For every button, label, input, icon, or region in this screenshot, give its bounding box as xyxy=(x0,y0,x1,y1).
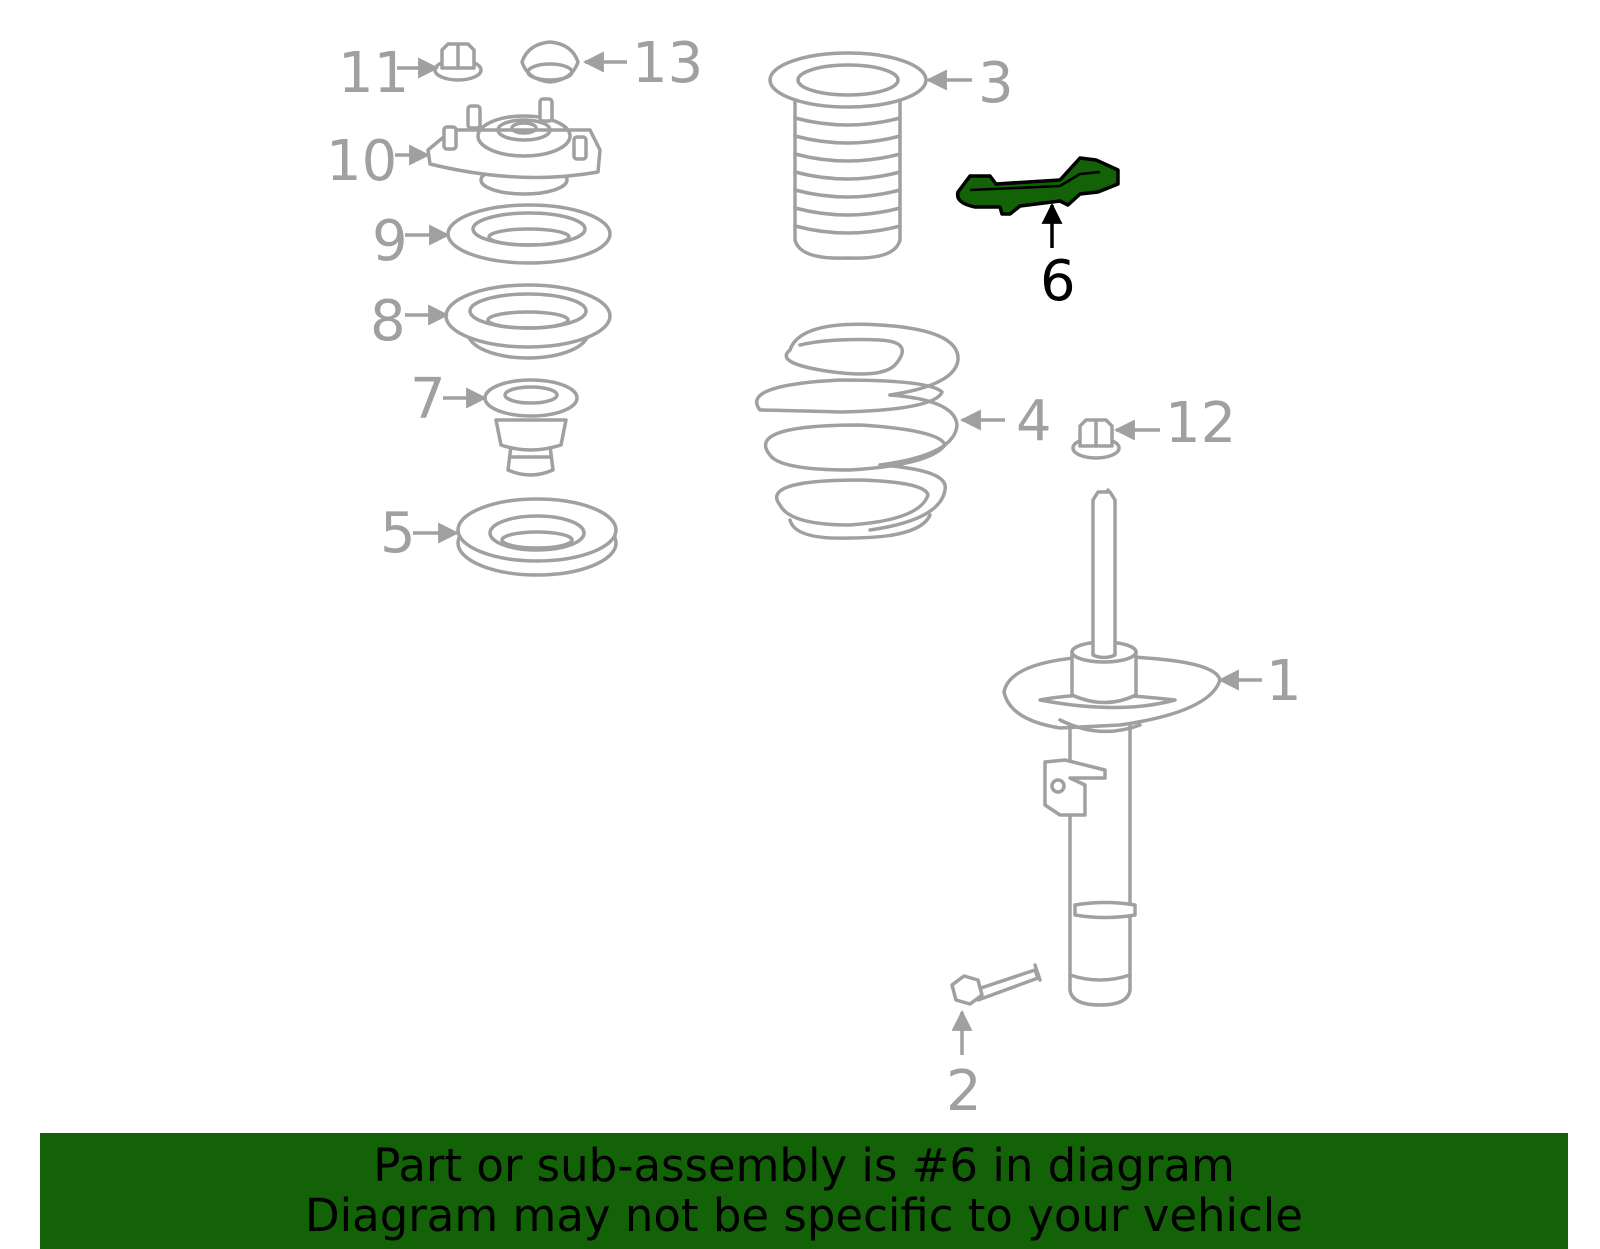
callout-1[interactable]: 1 xyxy=(1266,649,1302,714)
callout-11[interactable]: 11 xyxy=(338,41,409,106)
callout-4[interactable]: 4 xyxy=(1016,389,1052,454)
callout-13[interactable]: 13 xyxy=(632,31,703,96)
callout-12[interactable]: 12 xyxy=(1165,391,1236,456)
part-1-strut[interactable] xyxy=(1002,488,1222,1007)
part-4-coil-spring[interactable] xyxy=(754,322,960,540)
part-6-highlighted-bracket[interactable] xyxy=(955,156,1120,216)
part-13-cap[interactable] xyxy=(520,40,580,84)
part-9-spring-seat[interactable] xyxy=(446,203,612,265)
part-11-nut[interactable] xyxy=(433,42,483,82)
banner-line-part-number: Part or sub-assembly is #6 in diagram xyxy=(373,1139,1235,1192)
info-banner: Part or sub-assembly is #6 in diagram Di… xyxy=(40,1133,1568,1249)
callout-9[interactable]: 9 xyxy=(372,209,408,274)
part-7-bump-stop[interactable] xyxy=(483,378,579,477)
callout-7[interactable]: 7 xyxy=(410,367,446,432)
part-2-bolt[interactable] xyxy=(950,963,1042,1006)
parts-diagram: 11 13 10 9 8 7 5 3 6 4 12 1 2 xyxy=(326,31,1302,1124)
callout-2[interactable]: 2 xyxy=(946,1059,982,1124)
callout-5[interactable]: 5 xyxy=(380,501,416,566)
callout-8[interactable]: 8 xyxy=(370,289,406,354)
callout-6[interactable]: 6 xyxy=(1040,249,1076,314)
part-12-nut[interactable] xyxy=(1071,418,1121,460)
part-10-upper-mount[interactable] xyxy=(426,97,602,196)
banner-line-disclaimer: Diagram may not be specific to your vehi… xyxy=(305,1189,1303,1242)
part-5-lower-seat[interactable] xyxy=(456,497,618,577)
callout-3[interactable]: 3 xyxy=(978,51,1014,116)
part-3-dust-boot[interactable] xyxy=(768,51,928,260)
callout-10[interactable]: 10 xyxy=(326,129,397,194)
part-8-insulator[interactable] xyxy=(444,283,612,360)
